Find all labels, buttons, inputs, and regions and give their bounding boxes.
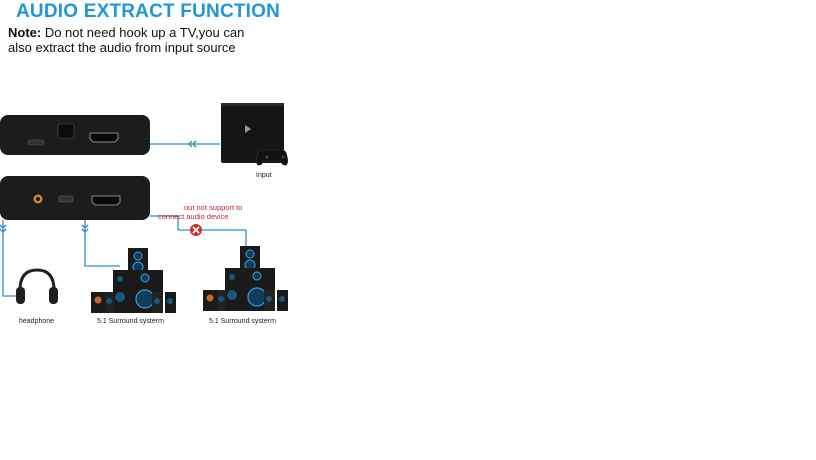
warning-line-1: out not support to — [184, 203, 243, 212]
cables — [2, 143, 247, 297]
not-supported-icon — [190, 224, 202, 236]
note-label: Note: — [8, 25, 42, 40]
surround-right-caption: 5.1 Surround systerm — [209, 318, 276, 325]
arrow-headphone-icon — [0, 224, 7, 234]
note-line-1: Do not need hook up a TV,you can — [41, 25, 245, 40]
game-console-icon — [221, 103, 284, 163]
headphone-caption: headphone — [19, 318, 55, 325]
headphone-icon — [16, 268, 58, 304]
warning-line-2: connect audio device — [158, 212, 229, 221]
input-caption: Input — [256, 172, 272, 179]
extractor-device-bottom — [0, 176, 150, 220]
hdmi-port-icon — [89, 132, 119, 143]
surround-left-cable — [84, 220, 120, 267]
note-line-2: also extract the audio from input source — [8, 40, 236, 55]
usb-c-port-icon — [58, 195, 74, 203]
optical-port-icon — [57, 123, 75, 139]
extractor-device-top — [0, 115, 150, 155]
warning-text: out not support to connect audio device — [158, 203, 243, 221]
headphone-cable — [2, 220, 17, 297]
surround-left-caption: 5.1 Surround systerm — [97, 318, 164, 325]
page-title: AUDIO EXTRACT FUNCTION — [16, 1, 281, 22]
hdmi-out-port-icon — [91, 195, 121, 206]
surround-system-left-icon — [91, 248, 176, 313]
note-text: Note: Do not need hook up a TV,you can a… — [8, 25, 308, 55]
game-controller-icon — [255, 149, 289, 166]
arrow-surround-left-icon — [81, 224, 89, 234]
usb-c-port-icon — [27, 139, 45, 146]
arrow-input-icon — [187, 140, 197, 148]
surround-system-right-icon — [203, 246, 288, 311]
surround-right-cable — [150, 215, 247, 250]
